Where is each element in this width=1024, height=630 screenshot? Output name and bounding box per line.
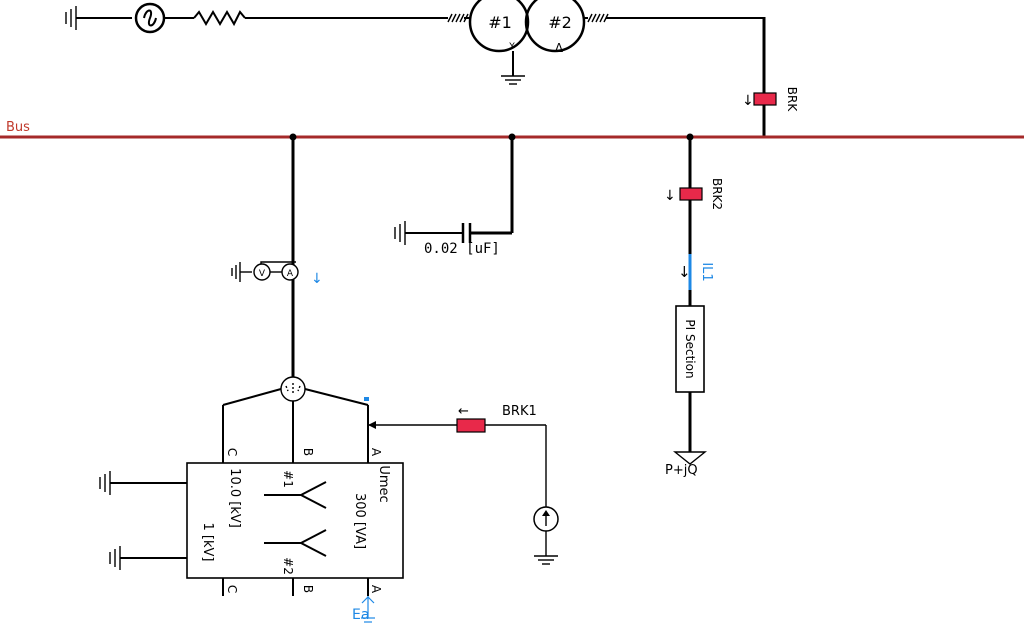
phase-label-b-top: B [301,448,315,456]
ground-icon [65,6,77,30]
winding-coil-right [587,13,609,23]
current-meter-label: IL1 [699,262,714,281]
breaker-brk1-label: BRK1 [502,404,537,419]
breaker-brk-label: BRK [785,87,799,113]
wye-connection-label: Y [508,42,515,52]
brk1-branch[interactable]: ← BRK1 [368,404,559,565]
delta-connection-label: Δ [555,41,564,55]
ground-icon [501,75,525,85]
umec-secondary-voltage-label: 1 [kV] [200,523,215,562]
ground-icon [534,555,558,565]
resistor-icon[interactable] [193,10,246,27]
ammeter-symbol: A [287,269,294,279]
wye-symbol-icon [264,529,327,557]
breaker-brk2[interactable]: ↓ BRK2 [664,178,724,210]
umec-rating-label: 300 [VA] [352,493,367,549]
meter-direction-arrow: ↓ [311,271,323,287]
bus-label: Bus [6,120,30,135]
phase-marker [364,397,369,401]
umec-winding1-label: #1 [281,470,295,488]
phase-splitter[interactable] [222,376,369,463]
current-meter-il1[interactable]: ↓ IL1 [678,262,714,281]
pi-section[interactable]: PI Section [675,305,705,393]
ground-icon [99,471,111,495]
transformer-top[interactable]: #1 #2 Y Δ [468,0,586,85]
capacitor-branch[interactable]: 0.02 [uF] [394,137,514,257]
multimeter-icon[interactable]: V A ↓ [231,261,323,287]
voltage-signal-ea[interactable]: Ea [352,596,375,623]
umec-transformer[interactable]: C B A C B A Umec 300 [VA] 10.0 [kV] 1 [k… [99,448,404,596]
capacitor-value-label: 0.02 [uF] [424,241,500,257]
umec-name-label: Umec [376,465,391,502]
umec-winding2-label: #2 [281,557,295,575]
load-pq[interactable]: P+jQ [665,451,707,478]
breaker-brk[interactable]: ↓ BRK [742,87,799,113]
capacitor-icon[interactable] [461,223,472,243]
phase-label-c-bottom: C [225,585,239,593]
ac-voltage-source-icon[interactable] [134,2,166,34]
ground-icon [109,546,121,570]
source-branch[interactable] [65,2,470,34]
breaker-direction-arrow: ← [458,404,469,419]
transformer-winding2-label: #2 [548,13,572,32]
phase-label-c-top: C [225,448,239,456]
breaker-direction-arrow: ↓ [664,188,676,204]
breaker-brk2-label: BRK2 [710,178,724,210]
transformer-secondary-line[interactable] [584,13,766,138]
wye-symbol-icon [264,481,327,509]
phase-label-a-top: A [369,448,383,457]
breaker-direction-arrow: ↓ [742,93,754,109]
voltmeter-symbol: V [259,269,266,279]
pi-section-label: PI Section [683,319,697,378]
current-direction-arrow: ↓ [678,263,691,281]
transformer-winding1-label: #1 [488,13,512,32]
ground-icon [394,221,406,245]
umec-primary-voltage-label: 10.0 [kV] [227,468,242,528]
ground-icon [231,262,241,282]
current-source-icon[interactable] [533,506,559,532]
phase-label-b-bottom: B [301,585,315,593]
load-label: P+jQ [665,463,698,478]
phase-label-a-bottom: A [369,585,383,594]
voltage-signal-label: Ea [352,607,369,623]
